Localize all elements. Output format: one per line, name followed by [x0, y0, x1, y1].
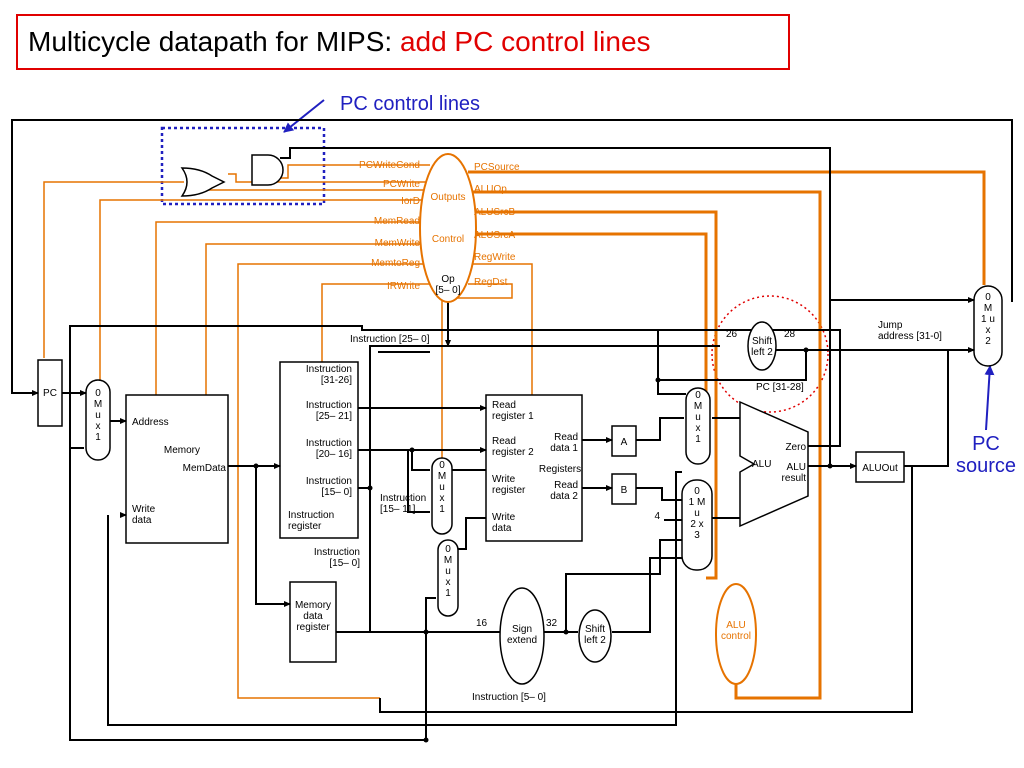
alu [739, 400, 809, 528]
a-register [611, 425, 637, 457]
memory-memdata: MemData [183, 463, 227, 474]
control-signal-pcwritecond: PCWriteCond [359, 160, 420, 171]
instr-25-0-label: Instruction [25– 0] [350, 334, 430, 345]
title-highlight: add PC control lines [399, 26, 651, 57]
pc-control-lines-box [160, 126, 326, 206]
bits-28: 28 [784, 329, 796, 340]
alusrcb-mux [681, 479, 713, 571]
control-signal-alusrca: ALUSrcA [474, 230, 515, 241]
ir-25-21: Instruction[25– 21] [306, 400, 352, 422]
instr-15-0b-label: Instruction[15– 0] [314, 547, 360, 569]
register-file [485, 394, 583, 542]
shift-circle-highlight [711, 295, 829, 413]
control-signal-regwrite: RegWrite [474, 252, 516, 263]
a-label: A [621, 437, 628, 448]
title-main: Multicycle datapath for MIPS: [28, 26, 400, 57]
control-signal-iord: IorD [401, 196, 420, 207]
alu-control [715, 583, 757, 685]
aluout-register [855, 451, 905, 483]
regdst-mux [431, 457, 453, 535]
pc-control-lines-label: PC control lines [340, 93, 480, 115]
instruction-register [279, 361, 359, 539]
memory-data-register [289, 581, 337, 663]
ir-31-26: Instruction[31-26] [306, 364, 352, 386]
control-name: Control [432, 234, 464, 245]
control-signal-pcwrite: PCWrite [383, 179, 420, 190]
pc-31-28-label: PC [31-28] [756, 382, 804, 393]
title: Multicycle datapath for MIPS: add PC con… [28, 26, 651, 58]
or-gate [180, 167, 226, 197]
control-signal-memtoreg: MemtoReg [371, 258, 420, 269]
instr-15-11-label: Instruction[15– 11] [380, 493, 426, 515]
control-op: Op[5– 0] [435, 274, 460, 296]
title-box: Multicycle datapath for MIPS: add PC con… [16, 14, 790, 70]
constant-four: 4 [654, 511, 660, 522]
bits-16: 16 [476, 618, 488, 629]
pc-register [37, 359, 63, 427]
reg-name: Registers [539, 464, 581, 475]
pcsource-mux [973, 285, 1003, 367]
bits-26: 26 [726, 329, 738, 340]
b-label: B [621, 485, 628, 496]
wire-junctions [253, 347, 833, 743]
control-signal-regdst: RegDst [474, 277, 508, 288]
control-signal-aluop: ALUOp [474, 184, 507, 195]
shift-left-2-imm [578, 609, 612, 663]
shift-left-2-jump [747, 321, 777, 371]
sign-extend [499, 587, 545, 685]
alusrca-mux [685, 387, 711, 465]
iord-mux [85, 379, 111, 461]
control-signal-irwrite: IRWrite [387, 281, 420, 292]
ir-20-16: Instruction[20– 16] [306, 438, 352, 460]
control-signal-memwrite: MemWrite [375, 238, 421, 249]
memory-name: Memory [164, 445, 200, 456]
aluout-label: ALUOut [862, 463, 898, 474]
alu-name: ALU [752, 459, 771, 470]
and-gate [251, 154, 284, 186]
pc-label: PC [43, 388, 57, 399]
control-signal-memread: MemRead [374, 216, 420, 227]
memtoreg-mux [437, 539, 459, 617]
alu-zero: Zero [785, 442, 806, 453]
instr-5-0-label: Instruction [5– 0] [472, 692, 546, 703]
control-signal-alusrcb: ALUSrcB [474, 207, 515, 218]
memory [125, 394, 229, 544]
control-outputs: Outputs [430, 192, 465, 203]
ir-15-0: Instruction[15– 0] [306, 476, 352, 498]
control-unit [419, 153, 477, 303]
control-signal-wires [43, 164, 986, 700]
input-arrows [32, 297, 975, 607]
memory-address: Address [132, 417, 169, 428]
bits-32: 32 [546, 618, 558, 629]
control-signal-pcsource: PCSource [474, 162, 520, 173]
pc-source-arrow [984, 365, 995, 431]
pc-control-lines-arrow [283, 99, 325, 133]
datapath-wires [11, 119, 1013, 741]
